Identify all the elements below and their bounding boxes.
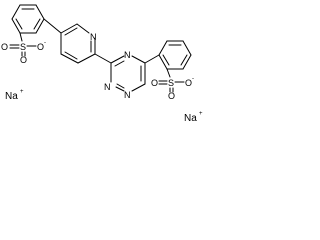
right-benzene-ring <box>158 40 192 70</box>
right-sulfonate-o1: O <box>151 78 158 88</box>
triazine-ring <box>110 55 146 92</box>
left-sulfonate-o2: O <box>20 55 27 65</box>
left-sulfonate-s: S <box>20 42 26 52</box>
left-sulfonate-group: O S O - O <box>1 40 46 65</box>
biaryl-bond-right <box>144 54 160 64</box>
triazine-nitrogen-top: N <box>124 50 131 60</box>
pyridine-nitrogen: N <box>90 32 97 42</box>
biaryl-bond-center <box>94 53 112 64</box>
pyridine-ring <box>60 23 96 64</box>
biaryl-bond-left <box>43 18 62 34</box>
left-sodium-symbol: Na <box>5 91 18 102</box>
right-sodium-counterion: Na + <box>184 111 203 124</box>
right-sulfonate-bond <box>166 68 171 78</box>
left-sodium-charge: + <box>20 89 24 95</box>
triazine-nitrogen-left: N <box>104 82 111 92</box>
left-benzene-ring <box>11 4 45 34</box>
left-sulfonate-o3: O <box>37 42 44 52</box>
triazine-nitrogen-bottom: N <box>124 90 131 100</box>
right-sulfonate-s: S <box>168 78 174 88</box>
right-sulfonate-o2: O <box>168 91 175 101</box>
left-sulfonate-o1: O <box>1 42 8 52</box>
chemical-structure: O S O - O Na + N <box>1 4 203 124</box>
right-sulfonate-group: O S O - O <box>151 76 194 101</box>
right-sodium-symbol: Na <box>184 113 197 124</box>
right-sulfonate-o3: O <box>185 78 192 88</box>
right-sulfonate-charge: - <box>192 76 194 82</box>
left-sulfonate-bond <box>19 32 23 42</box>
right-sodium-charge: + <box>199 111 203 117</box>
left-sodium-counterion: Na + <box>5 89 24 102</box>
left-sulfonate-charge: - <box>44 40 46 46</box>
